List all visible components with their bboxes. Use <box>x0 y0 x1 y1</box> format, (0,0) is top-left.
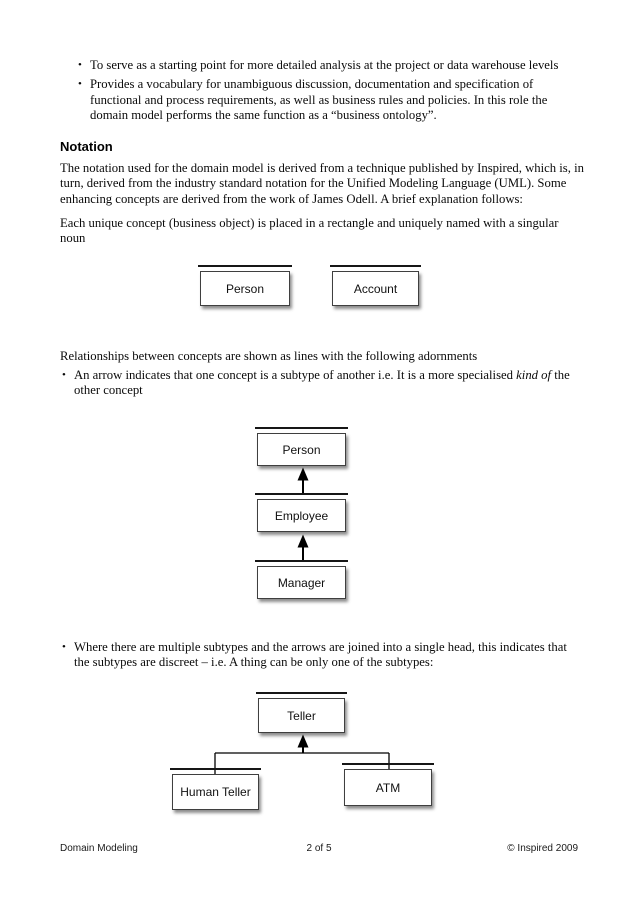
diagram-discrete-subtypes: Teller Human Teller ATM <box>0 688 638 823</box>
bullet-dot: • <box>62 641 66 653</box>
subtype-arrowhead <box>297 467 309 481</box>
arrow-bullet: • An arrow indicates that one concept is… <box>62 368 580 399</box>
notation-paragraph-1: The notation used for the domain model i… <box>60 161 584 206</box>
diagram-concept-boxes: Person Account <box>0 259 638 320</box>
subtype-arrowhead <box>297 534 309 548</box>
subtype-arrows-graphic <box>297 467 309 561</box>
concept-box-employee: Employee <box>255 493 348 532</box>
footer-copyright: © Inspired 2009 <box>507 843 579 854</box>
intro-bullet-list: • To serve as a starting point for more … <box>78 58 578 127</box>
concept-box-label: Manager <box>277 575 326 590</box>
notation-paragraph-2: Each unique concept (business object) is… <box>60 216 559 246</box>
joined-subtype-arrows-graphic <box>214 734 390 774</box>
concept-box-account: Account <box>330 265 421 306</box>
concept-box-person: Person <box>198 265 292 306</box>
concept-box-manager: Manager <box>255 560 348 599</box>
bullet-text-pre: An arrow indicates that one concept is a… <box>74 368 517 382</box>
concept-box-label: Teller <box>287 708 316 723</box>
concept-box-label: Account <box>353 281 398 296</box>
concept-box-teller: Teller <box>256 692 347 733</box>
bullet-dot: • <box>78 78 82 91</box>
relationships-lead: Relationships between concepts are shown… <box>60 349 478 363</box>
footer-document-title: Domain Modeling <box>60 843 138 854</box>
bullet-text: Where there are multiple subtypes and th… <box>74 640 567 670</box>
concept-box-atm: ATM <box>342 763 434 806</box>
bullet-dot: • <box>62 369 66 381</box>
concept-box-label: Employee <box>274 508 329 523</box>
page-footer: Domain Modeling 2 of 5 © Inspired 2009 <box>60 843 578 854</box>
bullet-text: Provides a vocabulary for unambiguous di… <box>90 77 548 122</box>
concept-box-label: Human Teller <box>180 785 251 799</box>
diagram-subtype-chain: Person Employee Manager <box>0 420 638 606</box>
bullet-text-post: the other concept <box>74 368 570 398</box>
bullet-text-italic: kind of <box>516 368 552 382</box>
bullet-text: An arrow indicates that one concept is a… <box>74 368 580 399</box>
bullet-dot: • <box>78 59 82 71</box>
section-heading-notation: Notation <box>60 139 113 154</box>
footer-page-indicator: 2 of 5 <box>306 843 332 854</box>
concept-box-label: Person <box>225 281 265 296</box>
subtype-arrowhead <box>297 734 309 748</box>
concept-box-person: Person <box>255 427 348 466</box>
concept-box-label: ATM <box>375 780 401 795</box>
list-item: • Provides a vocabulary for unambiguous … <box>78 77 578 123</box>
multiple-subtypes-bullet: • Where there are multiple subtypes and … <box>62 640 580 671</box>
list-item: • To serve as a starting point for more … <box>78 58 578 73</box>
concept-box-label: Person <box>282 442 321 457</box>
bullet-text: To serve as a starting point for more de… <box>90 58 559 72</box>
concept-box-human-teller: Human Teller <box>170 768 261 810</box>
